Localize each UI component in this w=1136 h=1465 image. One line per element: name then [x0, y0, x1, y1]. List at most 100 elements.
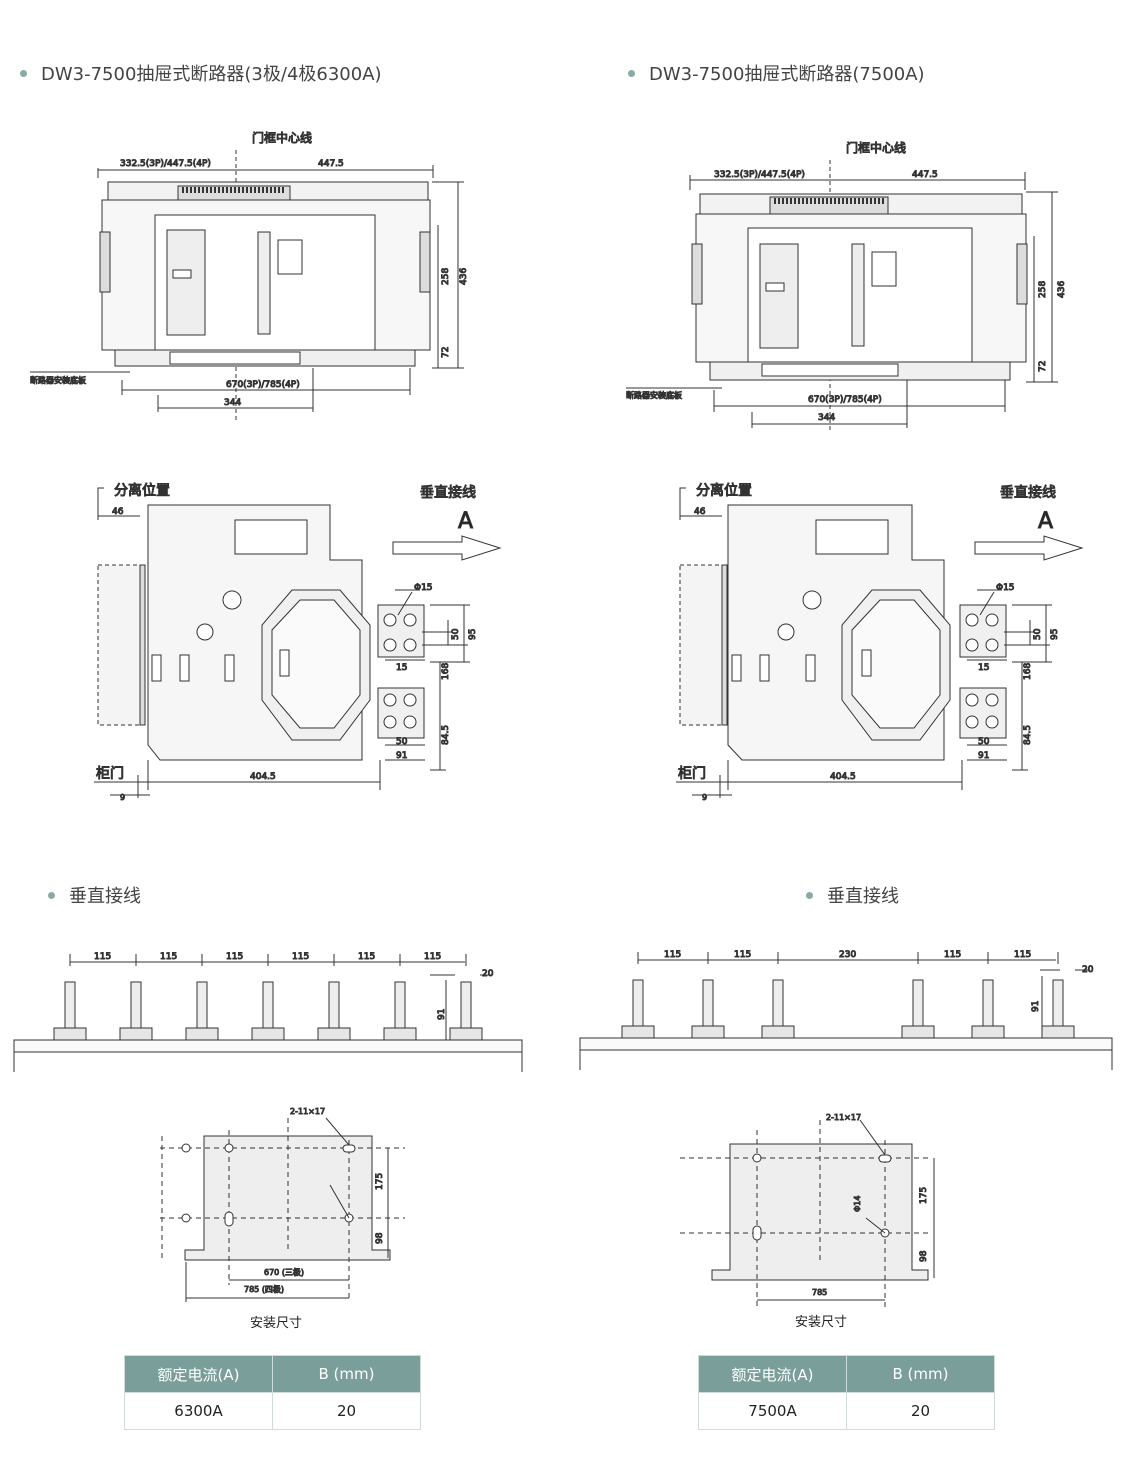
- right-d-15: 15: [978, 663, 989, 673]
- busbar-post: [971, 952, 1005, 1039]
- right-d-344: 344: [818, 413, 835, 423]
- right-d-left: 332.5(3P)/447.5(4P): [714, 170, 805, 180]
- right-door-label: 柜门: [678, 766, 706, 782]
- right-title-text: DW3-7500抽屉式断路器(7500A): [649, 64, 925, 85]
- right-busbar-d-20: 20: [1082, 965, 1094, 975]
- busbar-post: [761, 952, 795, 1039]
- left-d-84-5: 84.5: [441, 725, 451, 745]
- right-d-50b: 50: [978, 737, 990, 747]
- busbar-post: [251, 954, 285, 1041]
- left-section-heading: 垂直接线: [48, 882, 141, 908]
- right-arrow-label: A: [1038, 509, 1053, 534]
- left-vertical-label: 垂直接线: [420, 484, 476, 501]
- right-d-84-5: 84.5: [1023, 725, 1033, 745]
- left-spec-table: 额定电流(A) B (mm) 6300A 20: [124, 1355, 421, 1430]
- busbar-post: [383, 954, 417, 1041]
- left-mount-d-785: 785 (四极): [244, 1284, 284, 1294]
- right-d-404-5: 404.5: [830, 772, 856, 782]
- left-top-view: [30, 150, 464, 420]
- right-base-plate: 断路器安装底板: [626, 390, 682, 400]
- right-mount-phi14: Φ14: [853, 1196, 862, 1212]
- right-separate-label: 分离位置: [696, 482, 752, 499]
- left-mount-caption: 安装尺寸: [250, 1316, 303, 1331]
- left-base-plate: 断路器安装底板: [30, 375, 86, 385]
- left-door-label: 柜门: [96, 766, 124, 782]
- table-row: 7500A 20: [698, 1392, 995, 1430]
- table-header-b: B (mm): [846, 1355, 995, 1393]
- bullet-icon: [48, 891, 55, 899]
- busbar-spacing-label: 115: [160, 952, 177, 962]
- right-top-view: [626, 160, 1058, 430]
- left-d-436: 436: [459, 268, 469, 285]
- busbar-spacing-label: 115: [226, 952, 243, 962]
- bullet-icon: [628, 69, 635, 77]
- left-busbar-d-20: 20: [482, 969, 494, 979]
- busbar-post: [53, 954, 87, 1041]
- right-d-46: 46: [694, 507, 706, 517]
- table-cell-b: 20: [846, 1392, 995, 1430]
- left-d-168: 168: [441, 663, 451, 680]
- left-d-50a: 50: [451, 628, 461, 640]
- left-mount-slot: 2-11×17: [290, 1107, 325, 1116]
- right-phi15: Φ15: [996, 583, 1015, 593]
- busbar-post: [1041, 952, 1075, 1039]
- left-busbar-d-91: 91: [437, 1009, 447, 1020]
- left-d-95: 95: [468, 629, 478, 640]
- left-side-view: [94, 487, 502, 798]
- left-d-46: 46: [112, 507, 124, 517]
- busbar-post: [185, 954, 219, 1041]
- right-d-9: 9: [702, 793, 707, 802]
- left-d-left: 332.5(3P)/447.5(4P): [120, 159, 211, 169]
- left-d-72: 72: [441, 347, 451, 358]
- busbar-spacing-label: 115: [734, 950, 751, 960]
- left-separate-label: 分离位置: [114, 482, 170, 499]
- table-header-current: 额定电流(A): [698, 1355, 847, 1393]
- busbar-post: [317, 954, 351, 1041]
- right-d-168: 168: [1023, 663, 1033, 680]
- left-mount-d-98: 98: [375, 1232, 385, 1244]
- busbar-post: [621, 952, 655, 1039]
- right-d-670: 670(3P)/785(4P): [808, 395, 882, 405]
- table-header-current: 额定电流(A): [124, 1355, 273, 1393]
- table-row: 6300A 20: [124, 1392, 421, 1430]
- right-mount-slot: 2-11×17: [826, 1113, 861, 1122]
- busbar-spacing-label: 115: [944, 950, 961, 960]
- table-header-row: 额定电流(A) B (mm): [698, 1355, 995, 1393]
- table-header-b: B (mm): [272, 1355, 421, 1393]
- busbar-spacing-label: 115: [292, 952, 309, 962]
- busbar-spacing-label: 230: [839, 950, 856, 960]
- left-d-404-5: 404.5: [250, 772, 276, 782]
- table-header-row: 额定电流(A) B (mm): [124, 1355, 421, 1393]
- right-spec-table: 额定电流(A) B (mm) 7500A 20: [698, 1355, 995, 1430]
- right-title: DW3-7500抽屉式断路器(7500A): [628, 60, 925, 86]
- busbar-spacing-label: 115: [94, 952, 111, 962]
- right-mount-d-785: 785: [812, 1288, 827, 1297]
- bullet-icon: [806, 891, 813, 899]
- right-busbar-d-91: 91: [1031, 1001, 1041, 1012]
- left-mount-d-175: 175: [375, 1173, 385, 1190]
- right-side-view: [676, 487, 1084, 798]
- table-cell-current: 6300A: [124, 1392, 273, 1430]
- right-d-91: 91: [978, 751, 989, 761]
- right-section-text: 垂直接线: [827, 886, 899, 907]
- left-mount: [160, 1117, 405, 1302]
- left-d-50b: 50: [396, 737, 408, 747]
- right-mount: [680, 1119, 935, 1310]
- busbar-post: [449, 954, 483, 1041]
- table-cell-b: 20: [272, 1392, 421, 1430]
- busbar-spacing-label: 115: [664, 950, 681, 960]
- table-cell-current: 7500A: [698, 1392, 847, 1430]
- left-arrow-label: A: [458, 509, 473, 534]
- right-busbar-posts: [621, 952, 1075, 1039]
- right-mount-caption: 安装尺寸: [795, 1315, 848, 1330]
- left-busbar-labels: 115 115 115 115 115 115: [94, 952, 442, 963]
- left-d-344: 344: [224, 398, 241, 408]
- bullet-icon: [20, 69, 27, 77]
- busbar-spacing-label: 115: [358, 952, 375, 962]
- left-title: DW3-7500抽屉式断路器(3极/4极6300A): [20, 60, 382, 86]
- busbar-post: [901, 952, 935, 1039]
- busbar-post: [119, 954, 153, 1041]
- right-d-50a: 50: [1033, 628, 1043, 640]
- busbar-spacing-label: 115: [424, 952, 441, 962]
